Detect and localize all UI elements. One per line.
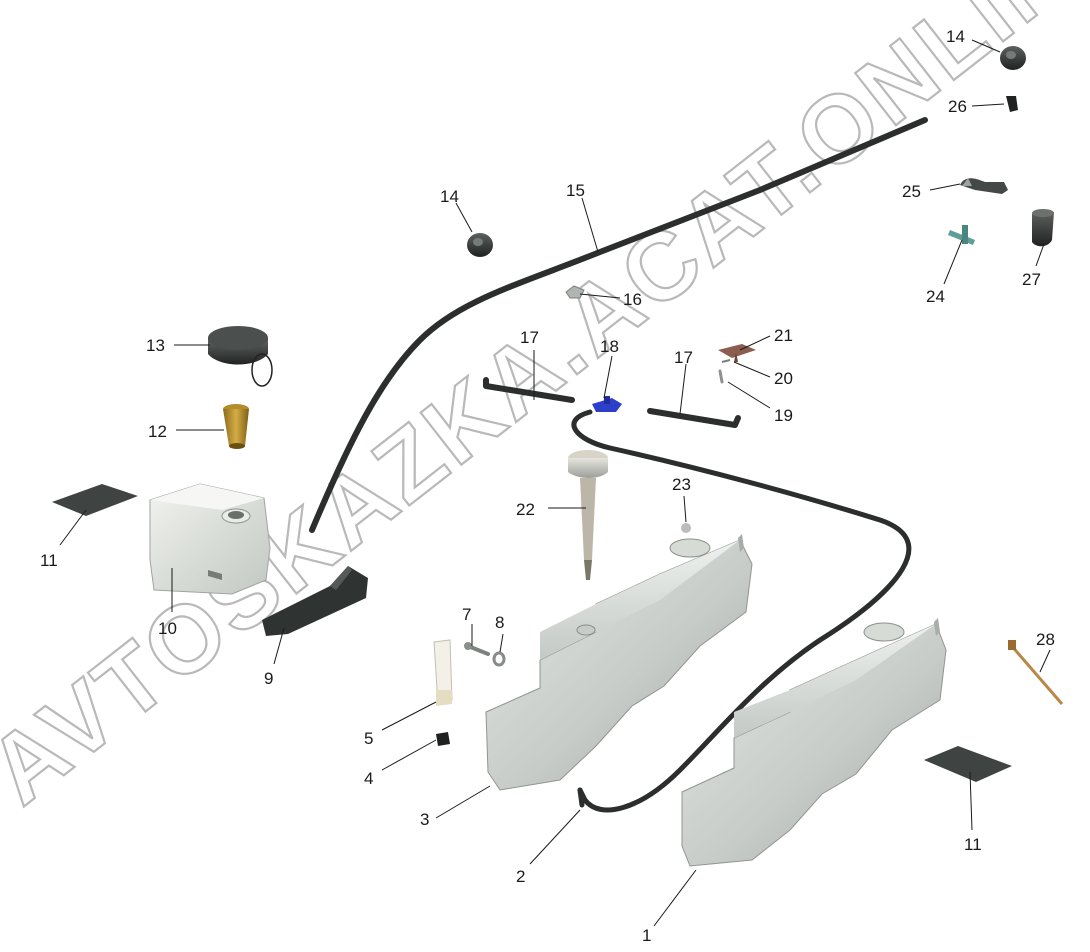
callout-11-left: 11 [40, 551, 58, 570]
callout-13: 13 [146, 336, 165, 355]
callout-10: 10 [158, 619, 177, 638]
callout-14-top: 14 [946, 27, 965, 46]
hose-17-left [483, 377, 575, 403]
part-11-pad-left [52, 484, 138, 516]
part-26-fitting [1006, 96, 1018, 112]
part-1-tank [681, 618, 947, 867]
callout-14-mid: 14 [440, 187, 459, 206]
part-23-cap [681, 523, 691, 533]
callout-17-left: 17 [520, 328, 539, 347]
part-25-bracket [960, 178, 1008, 194]
part-21-plate [718, 344, 756, 362]
hose-main [571, 409, 912, 813]
callout-25: 25 [902, 182, 921, 201]
callout-1: 1 [642, 926, 651, 945]
callout-23: 23 [672, 475, 691, 494]
callout-2: 2 [516, 867, 525, 886]
callout-15: 15 [566, 181, 585, 200]
part-8-washer [492, 651, 506, 667]
part-20-pin [721, 359, 731, 363]
callout-3: 3 [420, 810, 429, 829]
callout-24: 24 [926, 287, 945, 306]
callout-5: 5 [364, 729, 373, 748]
part-22-sender [568, 450, 608, 580]
part-19-screw [718, 369, 724, 384]
callout-12: 12 [148, 422, 167, 441]
callout-9: 9 [264, 669, 273, 688]
callout-7: 7 [462, 605, 471, 624]
part-3-tank [485, 534, 753, 791]
callout-27: 27 [1022, 270, 1041, 289]
callout-16: 16 [623, 290, 642, 309]
part-9-bracket [262, 566, 368, 636]
leader-lines [59, 39, 1051, 927]
part-27-grommet [1032, 209, 1054, 247]
part-13-cap [208, 326, 273, 387]
callout-18: 18 [600, 337, 619, 356]
callout-20: 20 [774, 369, 793, 388]
part-12-strainer [223, 404, 249, 449]
callout-17-right: 17 [674, 348, 693, 367]
callout-28: 28 [1036, 630, 1055, 649]
callout-4: 4 [364, 769, 373, 788]
part-14-grommet-top [1000, 46, 1026, 70]
callout-19: 19 [774, 406, 793, 425]
part-14-grommet-mid [467, 233, 493, 257]
part-4-grommet [436, 732, 450, 746]
hose-15 [309, 117, 928, 533]
part-5-pump [433, 639, 453, 706]
part-11-pad-right [924, 746, 1012, 782]
part-18-connector [592, 396, 622, 412]
hose-2-end [577, 787, 585, 808]
callout-22: 22 [516, 500, 535, 519]
part-28-tie [1008, 640, 1064, 705]
part-10-reservoir [149, 483, 271, 595]
callout-26: 26 [948, 97, 967, 116]
callout-11-right: 11 [964, 835, 982, 854]
callout-21: 21 [774, 326, 793, 345]
hose-17-right [647, 408, 741, 428]
part-24-tee [948, 225, 975, 245]
callout-8: 8 [495, 613, 504, 632]
callouts: 14 26 25 24 27 14 15 16 21 20 19 17 18 1… [40, 27, 1055, 945]
part-7-bolt [464, 642, 490, 656]
